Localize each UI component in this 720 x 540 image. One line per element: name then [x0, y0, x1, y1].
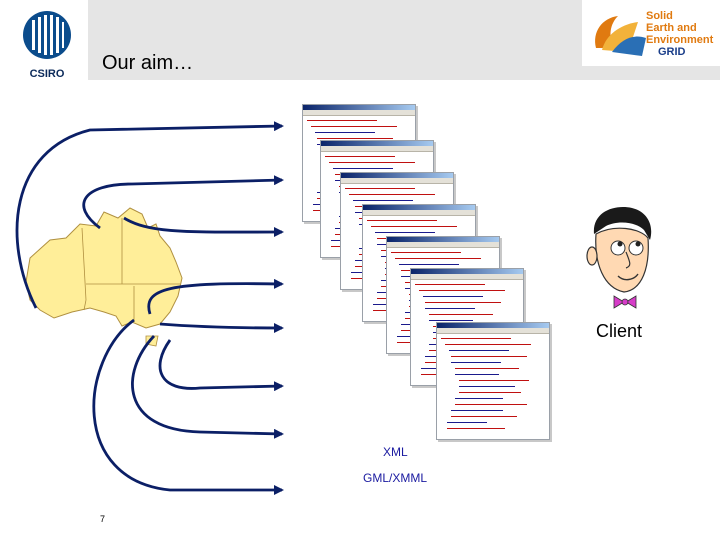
- arrow-8: [92, 318, 284, 495]
- arrow-5: [159, 322, 284, 333]
- client-face-illustration: [586, 207, 652, 309]
- csiro-logo-text: CSIRO: [30, 68, 65, 80]
- page-number: 7: [100, 514, 106, 524]
- arrow-6: [158, 339, 284, 392]
- xml-document-window: [436, 322, 550, 440]
- client-label: Client: [596, 321, 643, 341]
- arrow-3: [123, 216, 284, 238]
- arrow-2: [82, 175, 284, 230]
- svg-text:Environment: Environment: [646, 34, 714, 46]
- svg-text:Solid: Solid: [646, 10, 673, 22]
- data-arrows: [15, 121, 284, 495]
- arrow-7: [131, 335, 284, 439]
- australia-map: [25, 207, 183, 347]
- format-label-xml: XML: [383, 445, 408, 459]
- data-flow-diagram: [15, 121, 284, 495]
- csiro-logo: CSIRO: [23, 11, 71, 80]
- seg-grid-logo: Solid Earth and Environment GRID: [595, 10, 714, 58]
- svg-text:Earth and: Earth and: [646, 22, 697, 34]
- svg-text:GRID: GRID: [658, 46, 686, 58]
- arrow-4: [147, 278, 284, 315]
- slide-title: Our aim…: [102, 52, 194, 74]
- format-label-gml-xmml: GML/XMML: [363, 471, 428, 485]
- arrow-1: [15, 121, 284, 309]
